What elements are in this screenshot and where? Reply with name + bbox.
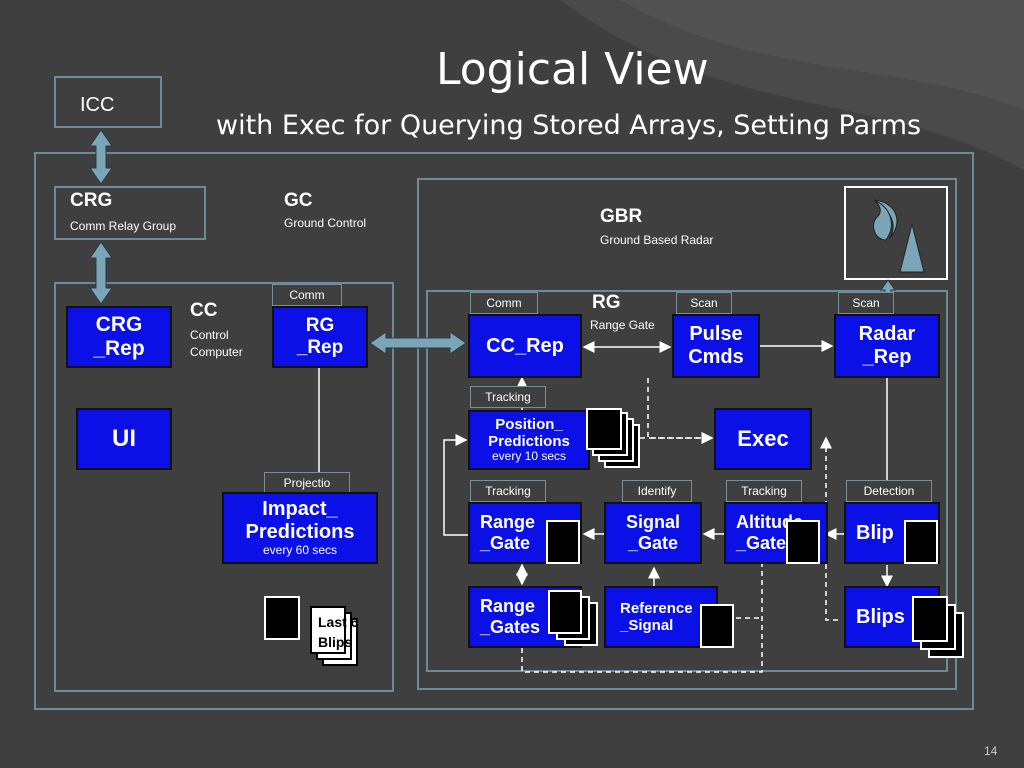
icc-label: ICC [80,94,115,116]
altitude-gate-line2: _Gate [736,533,787,553]
doc-icon [786,520,820,564]
impact-line2: Predictions [245,521,355,544]
array-doc-icon [310,606,346,654]
pulse-line2: Cmds [688,346,744,368]
cc-frame [54,282,394,692]
icc-box [54,76,162,128]
gbr-name: GBR [600,206,643,227]
ui-label: UI [112,425,136,453]
blip-label: Blip [856,521,894,544]
crg-rep-line1: CRG [95,312,143,336]
crg-box [54,186,206,240]
doc-icon [264,596,300,640]
cc-desc-line2: Computer [190,345,243,359]
rg-rep-line2: _Rep [296,337,344,358]
tag-scan-radar: Scan [838,292,894,314]
crg-desc: Comm Relay Group [70,219,177,233]
cc-rep-label: CC_Rep [486,334,564,357]
radar-icon-box [844,186,948,280]
tag-tracking-range-gate: Tracking [470,480,546,502]
gc-desc: Ground Control [284,216,367,230]
last-blips-line2: Blips [318,634,353,650]
last-blips-line1: Last 6 [318,614,359,630]
range-gates-line2: _Gates [480,617,541,637]
page-title: Logical View [436,44,709,95]
impact-rate: every 60 secs [262,543,338,558]
radar-line2: _Rep [862,346,912,368]
radar-line1: Radar [858,323,916,345]
array-doc-icon [912,596,948,642]
cc-rep-box[interactable]: CC_Rep [468,314,582,378]
array-doc-icon [548,590,582,634]
outer-frame [34,152,974,710]
tag-detection: Detection [846,480,932,502]
radar-icon [873,199,925,273]
doc-icon [700,604,734,648]
range-gates-line1: Range [480,596,536,617]
tag-comm-gc: Comm [272,284,342,306]
cc-name: CC [190,300,218,321]
gc-name: GC [284,190,313,211]
tag-comm-rg: Comm [470,292,538,314]
crg-name: CRG [70,190,113,211]
page-number: 14 [984,744,998,758]
tag-tracking-altitude: Tracking [726,480,802,502]
signal-gate-line1: Signal [625,512,680,533]
pulse-line1: Pulse [689,323,743,345]
tag-identify: Identify [622,480,692,502]
rg-rep-line1: RG [305,315,335,337]
signal-gate-line2: _Gate [627,533,679,553]
reference-line1: Reference [620,599,693,617]
gbr-desc: Ground Based Radar [600,233,714,247]
array-doc-icon [586,408,622,450]
blips-label: Blips [856,605,905,628]
crg-rep-box[interactable]: CRG _Rep [66,306,172,368]
rg-frame [426,290,948,672]
reference-signal-box[interactable]: Reference _Signal [604,586,718,648]
range-gate-line1: Range [480,512,536,533]
position-predictions-box[interactable]: Position_ Predictions every 10 secs [468,410,590,470]
rg-name: RG [592,292,621,313]
impact-line1: Impact_ [262,498,338,521]
crg-rep-line2: _Rep [93,337,145,360]
doc-icon [546,520,580,564]
doc-icon [904,520,938,564]
exec-box[interactable]: Exec [714,408,812,470]
impact-predictions-box[interactable]: Impact_ Predictions every 60 secs [222,492,378,564]
page-subtitle: with Exec for Querying Stored Arrays, Se… [216,110,922,141]
tag-scan-pulse: Scan [676,292,732,314]
tag-projection: Projectio [264,472,350,494]
reference-line2: _Signal [620,617,674,634]
rg-rep-box[interactable]: RG _Rep [272,306,368,368]
signal-gate-box[interactable]: Signal _Gate [604,502,702,564]
position-rate: every 10 secs [491,449,567,464]
cc-desc-line1: Control [190,328,229,342]
ui-box[interactable]: UI [76,408,172,470]
range-gate-line2: _Gate [480,533,531,553]
radar-rep-box[interactable]: Radar _Rep [834,314,940,378]
exec-label: Exec [737,426,789,452]
tag-tracking-position: Tracking [470,386,546,408]
pulse-cmds-box[interactable]: Pulse Cmds [672,314,760,378]
position-line1: Position_ [495,415,563,433]
position-line2: Predictions [488,433,570,451]
rg-desc: Range Gate [590,318,655,332]
gbr-frame [417,178,957,690]
